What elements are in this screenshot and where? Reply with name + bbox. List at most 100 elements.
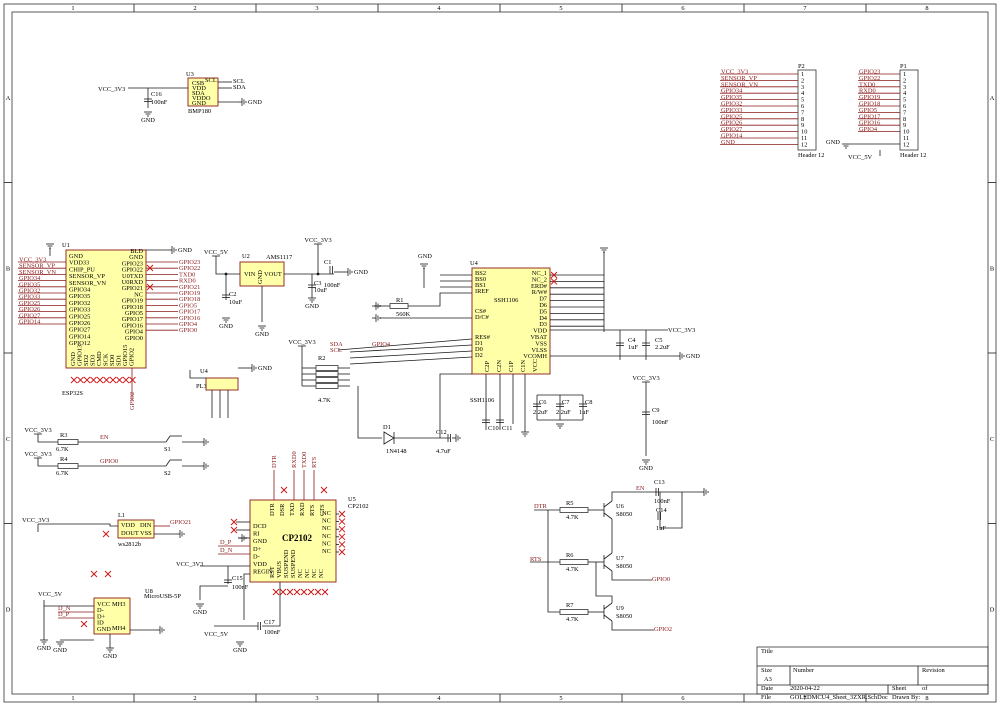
p1-pin-9: 9 <box>903 122 906 129</box>
esp32-pin-GPIO16: GPIO16 <box>122 322 143 329</box>
q-val: S8050 <box>616 511 632 518</box>
btn-r-val: 6.7K <box>56 470 69 477</box>
btn-sw-ref: S1 <box>164 446 171 453</box>
r2-resistor <box>315 365 339 371</box>
no-connect-mark <box>338 548 346 556</box>
gnd-label: GND <box>255 331 269 338</box>
c15-val: 100nF <box>232 584 249 591</box>
esp32-chip <box>65 249 147 369</box>
vcc5-label: VCC_5V <box>848 154 873 161</box>
bmp180-pin-SCL: SCL <box>205 77 217 84</box>
cp-pin-RST: RST <box>269 566 276 578</box>
esp32-pin-GPIO18: GPIO18 <box>122 304 143 311</box>
q-ref: U9 <box>616 605 624 612</box>
gnd-label: GND <box>37 645 51 652</box>
no-connect-mark <box>116 376 123 384</box>
ams-pin-gnd: GND <box>257 270 264 284</box>
cp-value: CP2102 <box>348 503 369 510</box>
r6-val: 4.7K <box>566 566 579 573</box>
dtr-label: DTR <box>534 503 548 510</box>
r2-resistor <box>315 383 339 389</box>
esp32-pin-CHIP_PU: CHIP_PU <box>69 266 95 273</box>
btn-switch <box>165 459 171 467</box>
r1-resistor <box>389 303 409 309</box>
oled-pin-D6: D6 <box>539 302 547 309</box>
usb-pin-D+: D+ <box>97 613 106 620</box>
p1-pin-2: 2 <box>903 77 906 84</box>
p1-pin-12: 12 <box>903 141 909 148</box>
p2-header <box>797 69 817 151</box>
q-val: S8050 <box>616 563 632 570</box>
esp32-pin-GPIO23: GPIO23 <box>122 260 143 267</box>
esp32-left-net-GPIO32: GPIO32 <box>19 288 40 295</box>
cp-pin-DTR: DTR <box>269 502 276 516</box>
no-connect-mark <box>70 376 78 384</box>
no-connect-mark <box>300 588 308 596</box>
cp-ref: U5 <box>348 496 356 503</box>
p1-pin-11: 11 <box>903 135 909 142</box>
no-connect-mark <box>293 588 301 596</box>
no-connect-mark <box>146 283 154 291</box>
esp32-left-net-GPIO33: GPIO33 <box>19 294 40 301</box>
cp-dp-label: D_P <box>220 539 232 546</box>
r7-ref: R7 <box>566 602 574 609</box>
q6-c <box>611 491 682 501</box>
cp-pin-DCD: DCD <box>253 523 267 530</box>
p1-net-GPIO23: GPIO23 <box>859 69 880 76</box>
no-connect-mark <box>96 376 104 384</box>
oled-pin-R/W#: R/W# <box>532 289 548 296</box>
btn-net-label: EN <box>100 434 109 441</box>
p2-ref: P2 <box>798 63 805 70</box>
iref-wire <box>408 292 472 307</box>
gnd-label: GND <box>686 353 700 360</box>
frame-row-label: C <box>6 436 10 443</box>
oled-vcc3-label: VCC_3V3 <box>668 327 695 334</box>
cp-pin-GND: GND <box>253 538 267 545</box>
oled-pin-C1P: C1P <box>508 361 515 372</box>
p2-pin-11: 11 <box>801 135 807 142</box>
size-value: A3 <box>764 676 772 683</box>
q-val: S8050 <box>616 613 632 620</box>
esp32-bottom-net: GPIO2 <box>129 392 136 410</box>
oled-sda-label: SDA <box>330 341 343 348</box>
c14-loop <box>659 492 683 529</box>
bmp180-pin-CSB: CSB <box>192 80 204 87</box>
c2-ref: C2 <box>229 291 236 298</box>
c4-ref: C4 <box>628 337 636 344</box>
esp32-right-net-RXD0: RXD0 <box>179 278 196 285</box>
esp32-pin-GND: GND <box>69 253 83 260</box>
oled-pin-IREF: IREF <box>475 288 489 295</box>
p2-pin-1: 1 <box>801 71 804 78</box>
usb-pin-VCC: VCC <box>97 601 110 608</box>
ws-pin-din: DIN <box>140 522 152 529</box>
frame-col-label: 3 <box>315 695 318 702</box>
esp32-right-net-TXD0: TXD0 <box>179 271 195 278</box>
esp32-left-net-SENSOR_VP: SENSOR_VP <box>19 263 55 270</box>
r7-resistor <box>559 609 589 615</box>
cp-c15-gnd <box>199 585 228 600</box>
p1-pin-3: 3 <box>903 84 906 91</box>
no-connect-mark <box>338 510 346 518</box>
cp-pin-NC: NC <box>297 569 304 578</box>
esp32-pin-GPIO4: GPIO4 <box>125 329 144 336</box>
c13-ref: C13 <box>654 479 665 486</box>
no-connect-mark <box>230 518 238 526</box>
ams-pin-vout: VOUT <box>264 271 282 278</box>
oled-gnd-label: GND <box>418 253 432 260</box>
esp32-pin-GPIO12: GPIO12 <box>69 340 90 347</box>
ws-value: ws2812b <box>118 541 141 548</box>
bmp180-chip <box>187 77 219 107</box>
frame-row-label: C <box>990 436 994 443</box>
esp32-right-net-GPIO23: GPIO23 <box>179 259 200 266</box>
ws-vcc3-label: VCC_3V3 <box>22 517 49 524</box>
esp32-pin-SD0: SD0 <box>109 355 116 366</box>
cp-pin-TXD: TXD <box>289 502 296 516</box>
drawn-label: Drawn By: <box>892 694 920 701</box>
no-connect-mark <box>103 376 110 384</box>
btn-r-ref: R4 <box>60 456 68 463</box>
esp32-right-net-GPIO17: GPIO17 <box>179 309 201 316</box>
p2-pin-12: 12 <box>801 141 807 148</box>
cp-pin-nc: NC <box>322 540 331 547</box>
oled-pin-RES#: RES# <box>475 334 491 341</box>
